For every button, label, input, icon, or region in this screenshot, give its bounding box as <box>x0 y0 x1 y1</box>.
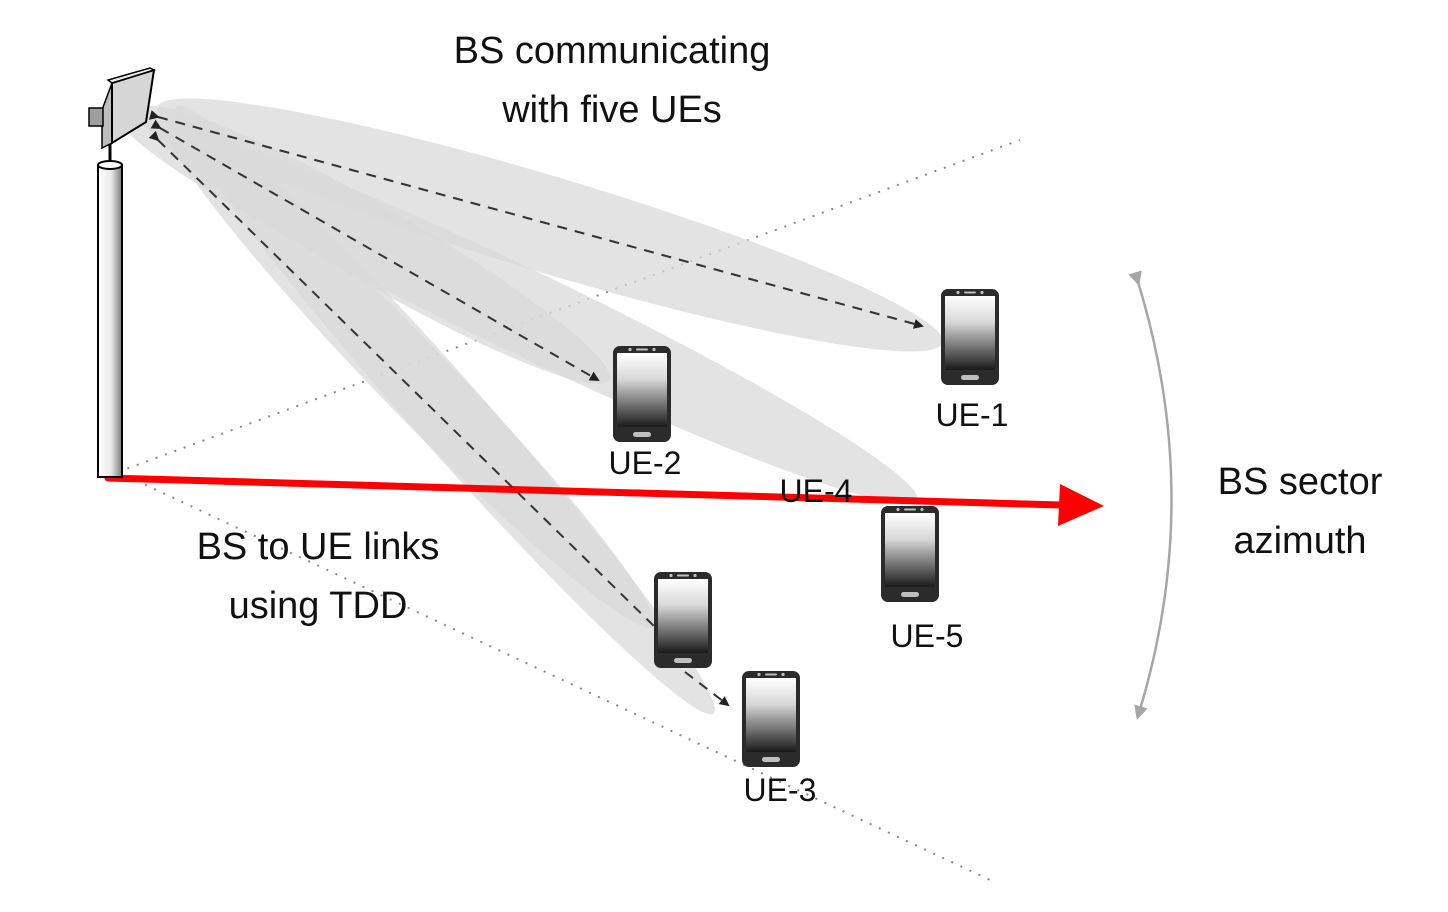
links-label-line1: BS to UE links <box>197 526 440 568</box>
link-ue4 <box>148 130 661 633</box>
sector-boundary-lower <box>117 471 991 881</box>
ue1-phone-icon <box>941 289 999 385</box>
beams <box>122 98 943 715</box>
ue3-phone-icon <box>742 671 800 767</box>
ue5-phone-icon <box>881 506 939 602</box>
title-line1: BS communicating <box>454 30 771 72</box>
ue1-label: UE-1 <box>936 397 1009 433</box>
link-arrows <box>148 110 924 707</box>
ue5-label: UE-5 <box>891 618 964 654</box>
azimuth-label-line2: azimuth <box>1233 520 1366 562</box>
ue2-phone-icon <box>613 346 671 442</box>
ue2-label: UE-2 <box>609 445 682 481</box>
link-ue3 <box>684 671 730 707</box>
bs-pole-top <box>97 160 123 170</box>
ue4-label: UE-4 <box>780 473 853 509</box>
links-label-line2: using TDD <box>229 585 408 627</box>
ue3-label: UE-3 <box>744 772 817 808</box>
base-station <box>88 67 157 478</box>
bs-pole <box>97 164 123 478</box>
title-line2: with five UEs <box>501 89 722 131</box>
azimuth-label-line1: BS sector <box>1218 461 1383 503</box>
link-ue2 <box>150 119 600 381</box>
sector-azimuth-arc <box>1128 270 1173 720</box>
bs-bracket <box>88 107 104 127</box>
bs-antenna-top <box>106 67 157 84</box>
ue4-phone-icon <box>654 572 712 668</box>
azimuth-arrow <box>104 474 1104 526</box>
